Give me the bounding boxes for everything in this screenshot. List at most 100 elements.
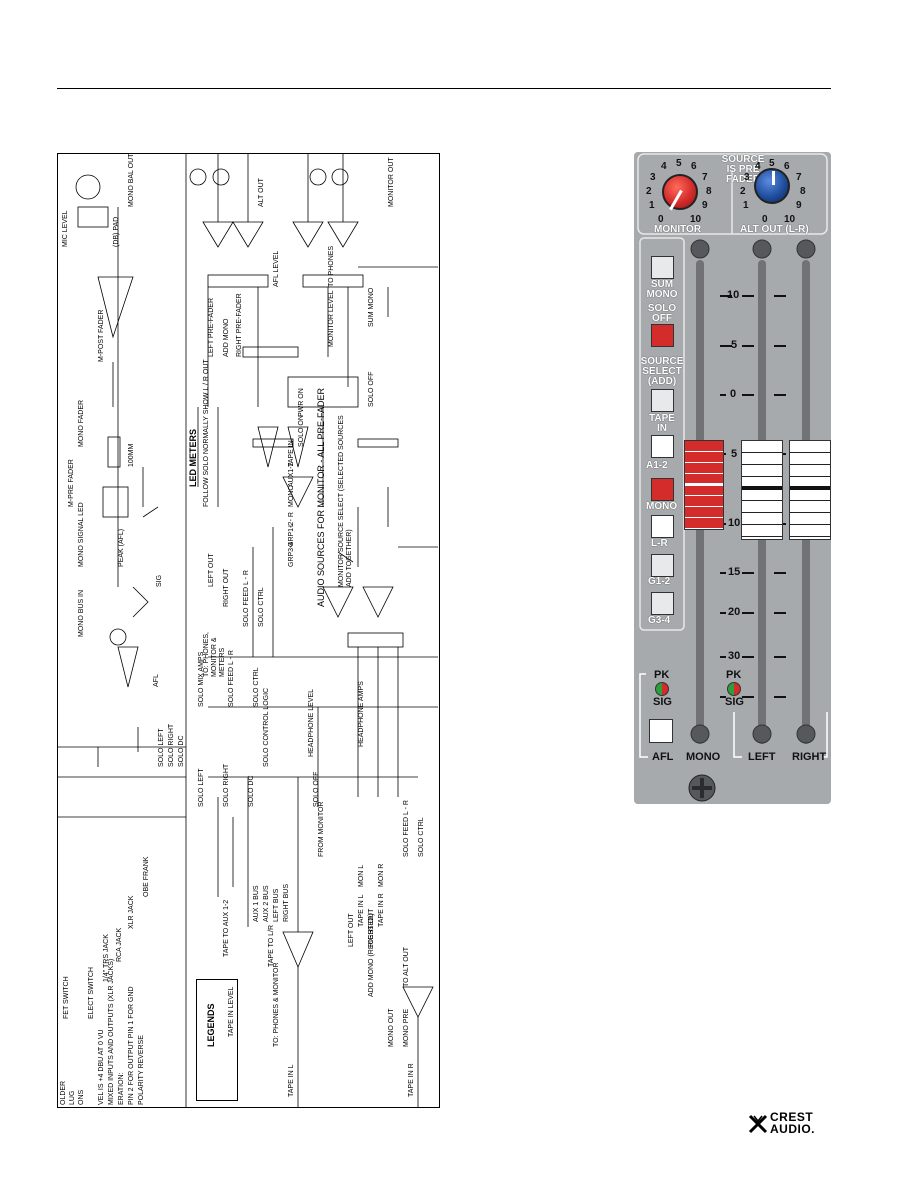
alt-scale-3: 3 [744, 172, 750, 183]
phones-label: TAPE IN L [358, 894, 365, 927]
master-section-panel: SOURCE IS PRE FADER 0 1 2 3 4 5 6 7 8 9 … [634, 152, 831, 804]
legend-title: LEGENDS [206, 1003, 216, 1047]
mic-label: 100MM [128, 443, 135, 467]
monitor-scale-1: 1 [649, 200, 655, 211]
phones-label: MONO PRE [403, 1008, 410, 1047]
meters-label: RIGHT OUT [223, 568, 230, 607]
fader-scale-minus-5: 5 [731, 448, 738, 460]
lr-sig-label: SIG [725, 696, 744, 708]
monitor-sources-title: AUDIO SOURCES FOR MONITOR - ALL PRE-FADE… [316, 387, 326, 607]
a1-2-label: A1-2 [646, 460, 668, 471]
note: ERATION: [118, 1072, 125, 1105]
tape-label: TAPE IN L [288, 1064, 295, 1097]
tape-label: AUX 2 BUS [263, 885, 270, 922]
solo-mix-label: SOLO CTRL [253, 667, 260, 707]
note: MIXED INPUTS AND OUTPUTS (XLR JACKS) [108, 958, 115, 1105]
legend-item: RCA JACK [116, 927, 123, 962]
monitor-knob-label: MONITOR [654, 224, 702, 235]
alt-scale-6: 6 [784, 161, 790, 172]
monitor-scale-2: 2 [646, 186, 652, 197]
monitor-knob[interactable] [662, 174, 698, 211]
right-label: RIGHT [792, 751, 827, 763]
logo-line1: CREST [770, 1110, 814, 1124]
mono-source-button[interactable] [651, 515, 674, 538]
monitor-scale-10: 10 [690, 214, 702, 225]
solo-off-label: SOLO OFF [647, 303, 677, 324]
header-line: FADER [726, 174, 760, 185]
monitor-scale-9: 9 [702, 200, 708, 211]
alt-out-knob[interactable] [754, 168, 790, 204]
mono-sig-label: SIG [653, 696, 672, 708]
tape-in-label: TAPE IN [649, 413, 675, 434]
l-r-button[interactable] [651, 554, 674, 577]
header-line: SOURCE [721, 154, 765, 165]
mic-label: PEAK (AFL) [118, 528, 125, 567]
solo-mix-label: SOLO CONTROL LOGIC [263, 687, 270, 767]
afl-label: AFL [652, 751, 674, 763]
monitor-source: MONO [288, 485, 295, 507]
fader-scale-0: 0 [730, 388, 737, 400]
legend-fragment: ONS [78, 1089, 85, 1105]
tape-label: RIGHT BUS [283, 884, 290, 922]
note: PIN 2 FOR OUTPUT PIN 1 FOR GND [128, 986, 135, 1106]
tape-in-button[interactable] [651, 435, 674, 458]
fader-scale-minus-10: 10 [728, 517, 741, 529]
g1-2-button[interactable] [651, 592, 674, 615]
right-fader-centerline [790, 486, 830, 490]
monitor-knob-pointer [669, 189, 683, 211]
source-pre-fader-label: SOURCE IS PRE FADER [708, 155, 778, 185]
phones-label: SOLO CTRL [418, 817, 425, 857]
legend-fragment: OLDER [60, 1080, 67, 1105]
meters-label: SOLO FEED L - R [243, 570, 250, 627]
tape-in-indicator [651, 389, 674, 412]
alt-scale-10: 10 [784, 214, 796, 225]
alt-scale-8: 8 [800, 186, 806, 197]
lr-led-icon [727, 682, 741, 696]
solo-mix-label: SOLO LEFT [198, 768, 205, 807]
note: VEL IS +4 dBu AT 0 VU [98, 1029, 105, 1105]
alt-label: ALT OUT [258, 178, 265, 207]
alt-knob-label: ALT OUT (L-R) [740, 224, 809, 235]
mic-label: MONO BAL OUT [128, 153, 135, 207]
legend-item: ELECT SWITCH [88, 967, 95, 1019]
solo-mix-label: SOLO FEED L - R [228, 650, 235, 707]
tape-label: TAPE TO AUX 1-2 [223, 899, 230, 957]
schematic-lines [58, 154, 438, 1107]
afl-button[interactable] [649, 719, 673, 743]
alt-scale-1: 1 [743, 200, 749, 211]
right-fader-cap[interactable] [789, 440, 831, 540]
phones-label: TAPE IN R [378, 893, 385, 927]
fader-scale-minus-20: 20 [728, 606, 741, 618]
a1-2-button[interactable] [651, 478, 674, 501]
solo-off-button[interactable] [651, 324, 674, 347]
alt-scale-7: 7 [796, 172, 802, 183]
panel-graphic [634, 152, 831, 804]
meters-label: FOLLOW SOLO NORMALLY SHOW L / R OUT [203, 359, 210, 507]
tape-label: TAPE IN LEVEL [228, 986, 235, 1037]
source-select-label: SOURCE SELECT (ADD) [640, 356, 684, 387]
alt-scale-5: 5 [769, 158, 775, 169]
meters-label: LEFT OUT [208, 553, 215, 587]
monitor-scale-3: 3 [650, 172, 656, 183]
mic-label: SIG [156, 574, 163, 587]
sum-mono-button[interactable] [651, 256, 674, 279]
block-diagram: LEGENDS FET SWITCH ELECT SWITCH 1/4" TRS… [57, 153, 440, 1108]
logo-text: CREST AUDIO. [770, 1111, 815, 1135]
sum-mono-label: SUM MONO [646, 279, 678, 300]
monitor-scale-8: 8 [706, 186, 712, 197]
mono-fader-cap[interactable] [684, 440, 724, 530]
solo-bus-label: SOLO LEFT [158, 728, 165, 767]
monitor-source-select: MONITOR SOURCE SELECT (SELECTED SOURCES … [338, 415, 353, 587]
tape-label: TAPE IN R [408, 1063, 415, 1097]
monitor-scale-0: 0 [658, 214, 664, 225]
mic-label: M-PRE FADER [68, 459, 75, 507]
left-fader-cap[interactable] [741, 440, 783, 540]
mono-fader-centerline [685, 483, 723, 486]
alt-label: MONITOR OUT [388, 157, 395, 207]
phones-label: SOLO FEED L - R [403, 800, 410, 857]
alt-out-knob-pointer [772, 171, 775, 185]
left-label: LEFT [748, 751, 776, 763]
phones-label: HEADPHONE LEVEL [308, 688, 315, 757]
phones-label: MON R [378, 863, 385, 887]
note: POLARITY REVERSE [138, 1035, 145, 1105]
